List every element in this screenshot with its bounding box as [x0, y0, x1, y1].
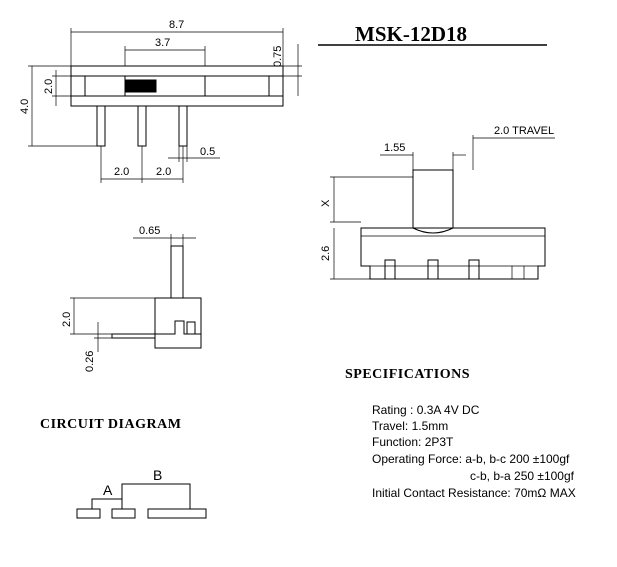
circuit-label-a: A — [103, 482, 113, 498]
circuit-link-b — [121, 483, 191, 509]
spec-travel: Travel: 1.5mm — [372, 419, 449, 433]
top-view-pin — [178, 105, 188, 147]
side-view-inner — [154, 298, 201, 335]
front-view-terminal — [384, 259, 396, 280]
dim-height-label: 2.6 — [320, 246, 332, 261]
side-view-actuator — [170, 245, 184, 299]
front-view: 1.55 2.0 TRAVEL X 2.6 — [320, 125, 555, 280]
top-view-slot — [124, 75, 206, 97]
top-view: 8.7 3.7 0.75 2.0 4.0 2.0 2.0 0.5 — [19, 19, 302, 183]
dim-thickness-label: 0.65 — [139, 225, 160, 237]
dim-width-label: 8.7 — [169, 19, 184, 31]
specifications-heading: SPECIFICATIONS — [345, 367, 470, 382]
dim-slot-label: 3.7 — [155, 37, 170, 49]
dim-pitch-1-label: 2.0 — [114, 166, 129, 178]
side-view: 0.65 2.0 0.26 — [61, 225, 202, 372]
front-view-actuator — [412, 169, 454, 229]
top-view-pin — [137, 105, 147, 147]
top-view-body — [70, 65, 284, 107]
dim-actuator-label: 1.55 — [384, 142, 405, 154]
dim-top-label: 0.75 — [272, 46, 284, 67]
circuit-contact-c — [147, 508, 207, 519]
top-view-notch-left — [70, 75, 86, 97]
side-view-lead — [111, 333, 156, 339]
circuit-heading: CIRCUIT DIAGRAM — [40, 417, 181, 432]
spec-function: Function: 2P3T — [372, 435, 454, 449]
spec-rating: Rating : 0.3A 4V DC — [372, 403, 480, 417]
front-view-housing — [360, 227, 546, 280]
dim-side-height-label: 2.0 — [61, 312, 73, 327]
front-view-terminal — [468, 259, 480, 280]
top-view-actuator — [125, 79, 157, 93]
dim-body-label: 2.0 — [43, 79, 55, 94]
dim-pitch-2-label: 2.0 — [156, 166, 171, 178]
circuit-diagram: A B — [76, 467, 207, 519]
top-view-notch-right — [268, 75, 284, 97]
spec-resistance: Initial Contact Resistance: 70mΩ MAX — [372, 486, 576, 500]
circuit-contact-a — [76, 508, 101, 519]
front-view-terminal — [427, 259, 439, 280]
model-title: MSK-12D18 — [355, 22, 467, 46]
circuit-contact-b — [111, 508, 136, 519]
spec-force-1: Operating Force: a-b, b-c 200 ±100gf — [372, 452, 570, 466]
circuit-label-b: B — [153, 467, 162, 483]
dim-x-label: X — [320, 199, 332, 207]
circuit-link-a — [91, 498, 123, 509]
dim-total-label: 4.0 — [19, 99, 31, 114]
side-view-contact — [186, 321, 196, 335]
side-view-body — [154, 297, 202, 349]
spec-force-2: c-b, b-a 250 ±100gf — [470, 469, 574, 483]
dim-offset-label: 0.26 — [84, 351, 96, 372]
dim-pin-label: 0.5 — [200, 146, 215, 158]
dim-travel-label: 2.0 TRAVEL — [494, 125, 554, 137]
top-view-pin — [96, 105, 106, 147]
